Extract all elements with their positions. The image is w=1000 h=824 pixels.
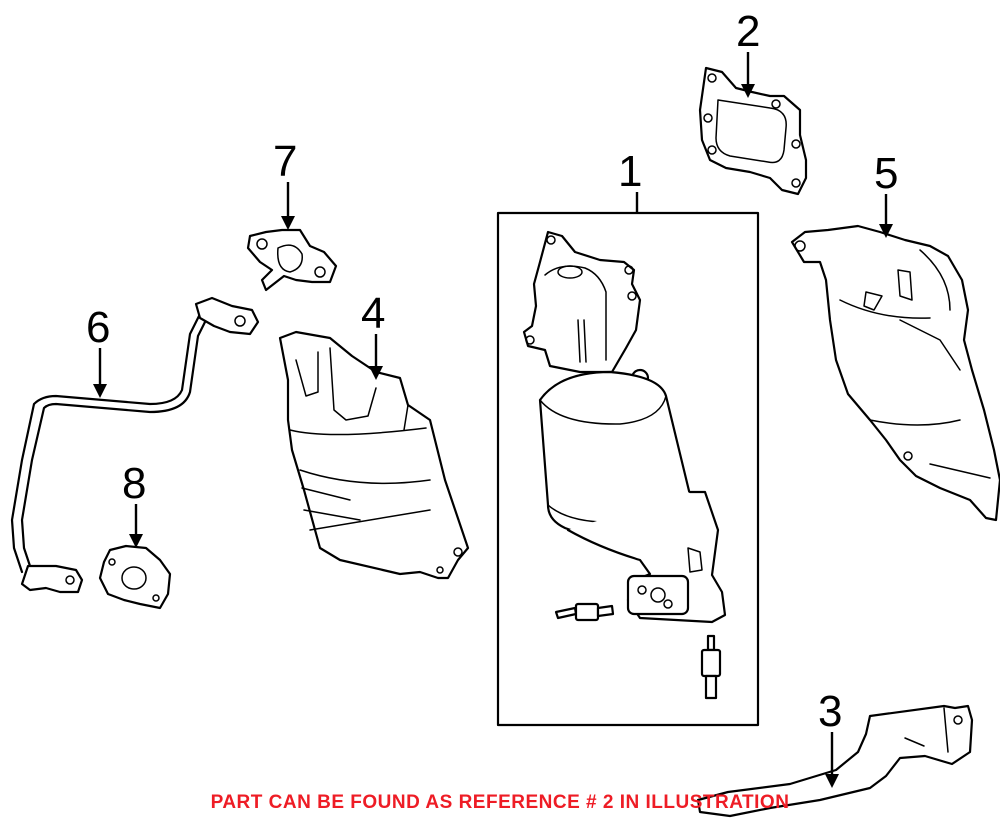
callout-7-number: 7 <box>273 137 297 186</box>
callout-5-arrowhead <box>879 224 893 238</box>
callout-6: 6 <box>86 303 110 398</box>
part-3-bracket <box>696 704 974 818</box>
callout-2-arrowhead <box>741 84 755 98</box>
callout-1-number: 1 <box>618 147 642 196</box>
callout-4: 4 <box>361 289 385 380</box>
callout-7: 7 <box>273 137 297 230</box>
callout-3-number: 3 <box>818 687 842 736</box>
callout-7-arrowhead <box>281 216 295 230</box>
callout-2-number: 2 <box>736 7 760 56</box>
callout-6-number: 6 <box>86 303 110 352</box>
callout-8-number: 8 <box>122 459 146 508</box>
callout-4-number: 4 <box>361 289 385 338</box>
part-5-heat-shield <box>790 224 1000 522</box>
callout-1: 1 <box>618 147 642 213</box>
part-1-box <box>496 211 760 727</box>
callout-2: 2 <box>736 7 760 98</box>
part-8-gasket <box>98 544 172 610</box>
callout-3-arrowhead <box>825 774 839 788</box>
part-2-gasket <box>698 66 808 196</box>
part-4-heat-shield <box>278 330 470 580</box>
callout-5-number: 5 <box>874 149 898 198</box>
reference-note: PART CAN BE FOUND AS REFERENCE # 2 IN IL… <box>210 792 790 813</box>
part-1-catalytic-converter <box>496 211 760 727</box>
part-6-oxygen-sensor <box>10 296 260 594</box>
callout-8-arrowhead <box>129 534 143 548</box>
part-7-gasket <box>246 228 338 292</box>
callout-8: 8 <box>122 459 146 548</box>
callout-5: 5 <box>874 149 898 238</box>
callout-6-arrowhead <box>93 384 107 398</box>
callout-4-arrowhead <box>369 366 383 380</box>
callout-3: 3 <box>818 687 842 788</box>
